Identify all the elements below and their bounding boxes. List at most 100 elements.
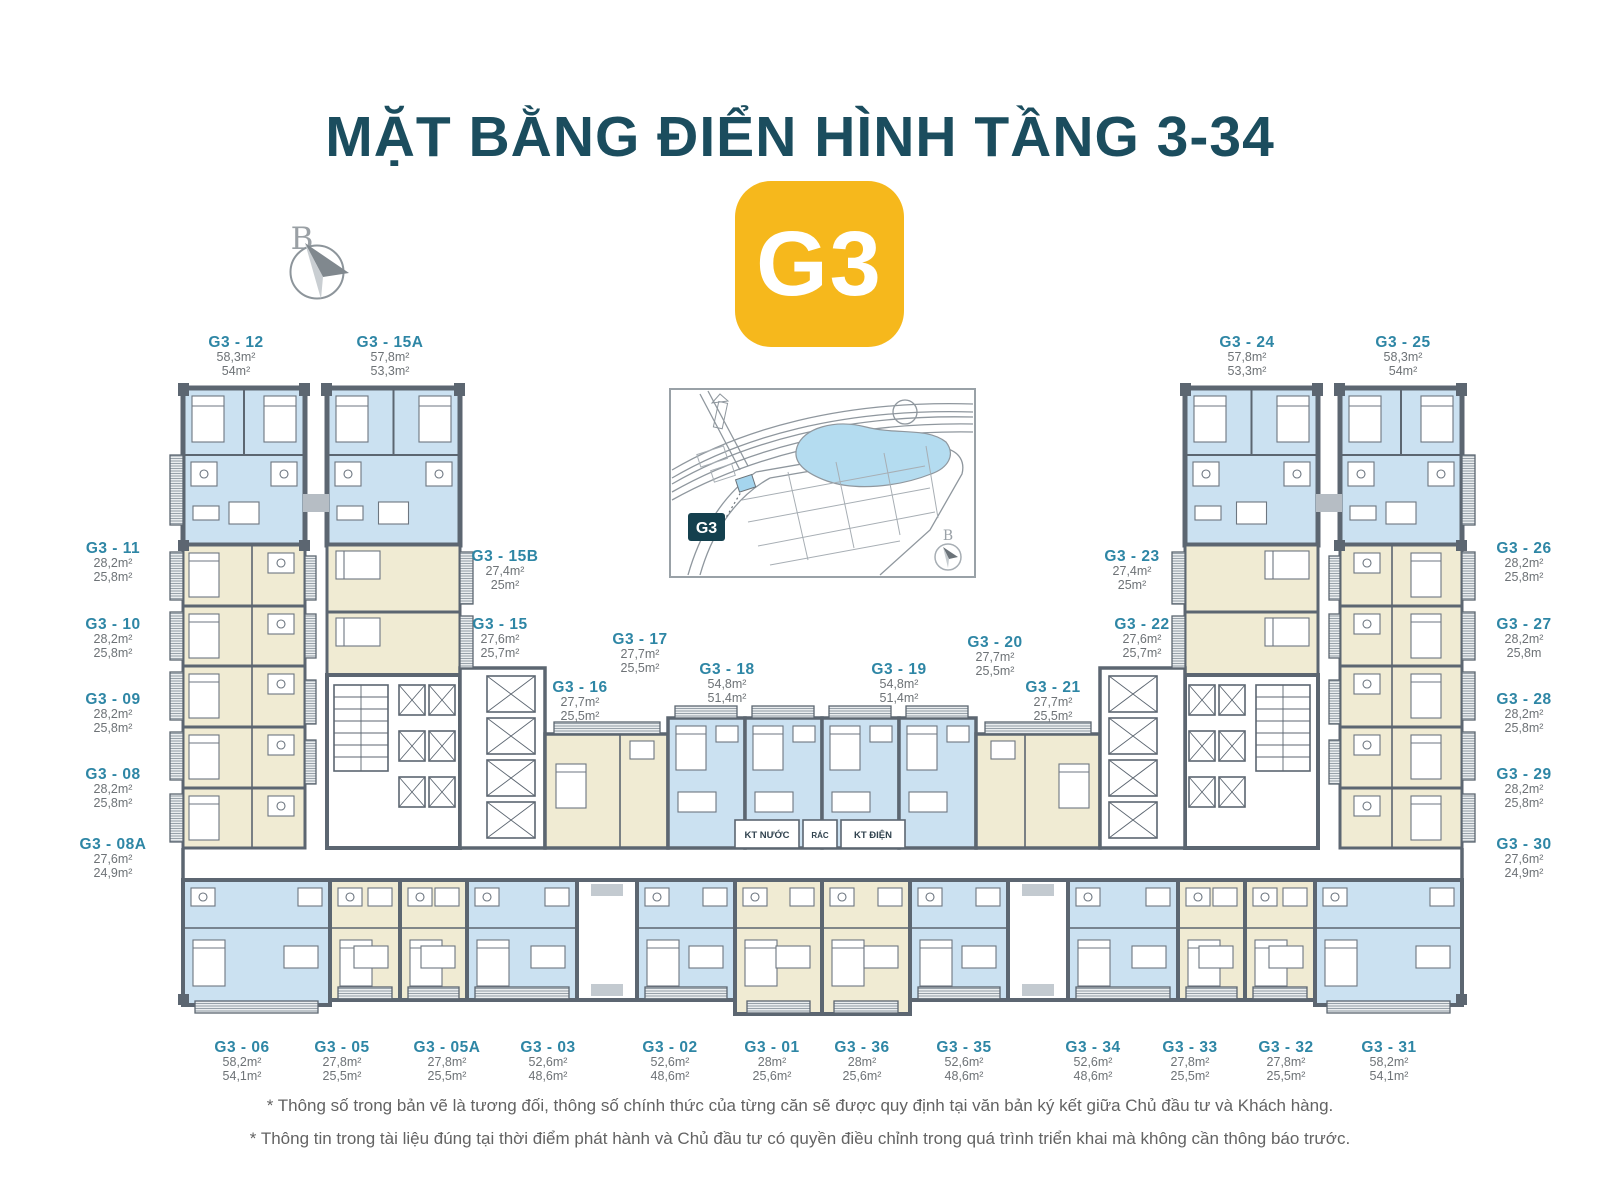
shaft-label-water: KT NƯỚC <box>744 829 789 841</box>
unit-area-gross: 28,2m² <box>93 632 133 646</box>
unit-label-g3-15b: G3 - 15B 27,4m² 25m² <box>472 548 539 592</box>
key-plan-monument <box>710 393 730 430</box>
unit-id: G3 - 20 <box>967 634 1023 651</box>
unit-area-gross: 58,2m² <box>1369 1055 1409 1069</box>
unit-id: G3 - 16 <box>552 679 608 696</box>
unit-id: G3 - 08A <box>79 836 147 853</box>
unit-id: G3 - 31 <box>1361 1039 1417 1056</box>
unit-area-net: 54,1m² <box>222 1068 262 1083</box>
unit-area-gross: 54,8m² <box>707 677 747 691</box>
unit-area-net: 54m² <box>221 363 251 378</box>
unit-area-gross: 27,6m² <box>1122 632 1162 646</box>
unit-area-net: 25m² <box>1117 577 1147 592</box>
unit-area-gross: 28,2m² <box>1504 632 1544 646</box>
unit-label-g3-12: G3 - 12 58,3m² 54m² <box>208 334 263 378</box>
unit-area-gross: 52,6m² <box>944 1055 984 1069</box>
compass: B <box>289 221 349 300</box>
unit-area-net: 25,7m² <box>1122 645 1162 660</box>
unit-area-gross: 57,8m² <box>370 350 410 364</box>
unit-id: G3 - 33 <box>1162 1039 1218 1056</box>
shaft-label-electric: KT ĐIỆN <box>854 829 892 841</box>
unit-label-g3-15a: G3 - 15A 57,8m² 53,3m² <box>357 334 424 378</box>
unit-area-gross: 27,6m² <box>480 632 520 646</box>
unit-area-gross: 27,6m² <box>93 852 133 866</box>
unit-label-g3-23: G3 - 23 27,4m² 25m² <box>1104 548 1159 592</box>
unit-label-g3-21: G3 - 21 27,7m² 25,5m² <box>1025 679 1080 723</box>
unit-label-g3-32: G3 - 32 27,8m² 25,5m² <box>1258 1039 1313 1083</box>
unit-id: G3 - 05 <box>314 1039 370 1056</box>
unit-id: G3 - 28 <box>1496 691 1552 708</box>
unit-id: G3 - 36 <box>834 1039 890 1056</box>
unit-area-gross: 27,7m² <box>975 650 1015 664</box>
unit-label-g3-31: G3 - 31 58,2m² 54,1m² <box>1361 1039 1416 1083</box>
unit-area-gross: 28,2m² <box>93 707 133 721</box>
unit-area-gross: 28,2m² <box>1504 556 1544 570</box>
unit-area-gross: 58,2m² <box>222 1055 262 1069</box>
unit-id: G3 - 03 <box>520 1039 576 1056</box>
unit-area-net: 25,8m² <box>93 645 133 660</box>
unit-area-net: 25,8m² <box>1504 720 1544 735</box>
unit-label-g3-08: G3 - 08 28,2m² 25,8m² <box>85 766 140 810</box>
unit-label-g3-17: G3 - 17 27,7m² 25,5m² <box>612 631 667 675</box>
footnote-2: * Thông tin trong tài liệu đúng tại thời… <box>249 1129 1351 1148</box>
unit-area-net: 25,8m² <box>93 569 133 584</box>
unit-label-g3-05: G3 - 05 27,8m² 25,5m² <box>314 1039 369 1083</box>
page-title: MẶT BẰNG ĐIỂN HÌNH TẦNG 3-34 <box>325 105 1275 169</box>
unit-area-gross: 28,2m² <box>1504 782 1544 796</box>
unit-area-net: 48,6m² <box>528 1068 568 1083</box>
unit-area-net: 25,8m² <box>1504 569 1544 584</box>
unit-label-g3-36: G3 - 36 28m² 25,6m² <box>834 1039 889 1083</box>
unit-id: G3 - 15A <box>356 334 424 351</box>
unit-label-g3-29: G3 - 29 28,2m² 25,8m² <box>1496 766 1551 810</box>
unit-area-net: 25,5m² <box>1033 708 1073 723</box>
unit-label-g3-19: G3 - 19 54,8m² 51,4m² <box>871 661 926 705</box>
balconies <box>169 454 1476 1014</box>
unit-id: G3 - 15 <box>472 616 528 633</box>
unit-label-g3-30: G3 - 30 27,6m² 24,9m² <box>1496 836 1551 880</box>
unit-id: G3 - 12 <box>208 334 264 351</box>
unit-area-gross: 27,7m² <box>1033 695 1073 709</box>
unit-id: G3 - 24 <box>1219 334 1275 351</box>
key-plan-highlight-building <box>734 473 757 493</box>
unit-area-net: 25,5m² <box>427 1068 467 1083</box>
unit-area-net: 25,8m² <box>93 720 133 735</box>
unit-label-g3-18: G3 - 18 54,8m² 51,4m² <box>699 661 754 705</box>
unit-label-g3-16: G3 - 16 27,7m² 25,5m² <box>552 679 607 723</box>
unit-id: G3 - 21 <box>1025 679 1081 696</box>
void-passage <box>1006 878 1070 1002</box>
unit-area-net: 25,7m² <box>480 645 520 660</box>
key-plan-lake <box>795 423 951 488</box>
unit-area-net: 25,6m² <box>752 1068 792 1083</box>
unit-id: G3 - 19 <box>871 661 927 678</box>
unit-id: G3 - 08 <box>85 766 141 783</box>
void-passage <box>575 878 639 1002</box>
unit-area-net: 24,9m² <box>1504 865 1544 880</box>
unit-id: G3 - 29 <box>1496 766 1552 783</box>
unit-id: G3 - 26 <box>1496 540 1552 557</box>
key-plan-badge <box>688 513 725 541</box>
key-plan-badge-label: G3 <box>696 520 717 537</box>
building-plan: KT NƯỚC RÁC KT ĐIỆN <box>169 383 1476 1016</box>
unit-label-g3-20: G3 - 20 27,7m² 25,5m² <box>967 634 1022 678</box>
left-bridge <box>303 494 329 512</box>
unit-area-gross: 27,8m² <box>427 1055 467 1069</box>
unit-area-gross: 27,6m² <box>1504 852 1544 866</box>
unit-id: G3 - 09 <box>85 691 141 708</box>
unit-id: G3 - 27 <box>1496 616 1552 633</box>
unit-area-net: 53,3m² <box>370 363 410 378</box>
unit-id: G3 - 22 <box>1114 616 1170 633</box>
unit-label-g3-10: G3 - 10 28,2m² 25,8m² <box>85 616 140 660</box>
unit-area-net: 48,6m² <box>650 1068 690 1083</box>
unit-area-net: 51,4m² <box>707 690 747 705</box>
unit-label-g3-22: G3 - 22 27,6m² 25,7m² <box>1114 616 1169 660</box>
key-plan-compass: B <box>934 528 962 571</box>
unit-label-g3-06: G3 - 06 58,2m² 54,1m² <box>214 1039 269 1083</box>
unit-label-g3-03: G3 - 03 52,6m² 48,6m² <box>520 1039 575 1083</box>
shaft-label-trash: RÁC <box>811 831 829 840</box>
structural-columns <box>178 383 1467 1005</box>
unit-area-gross: 52,6m² <box>1073 1055 1113 1069</box>
furniture <box>183 388 1462 996</box>
unit-area-net: 48,6m² <box>944 1068 984 1083</box>
